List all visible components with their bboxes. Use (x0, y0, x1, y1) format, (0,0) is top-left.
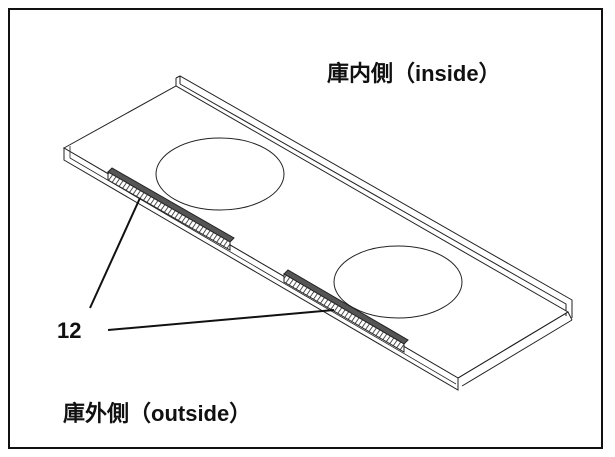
inside-label: 庫内側（inside） (327, 61, 501, 86)
tray-surface (62, 85, 569, 379)
part-number-callout: 12 (57, 318, 82, 343)
hatched-strip-right (283, 269, 409, 353)
outside-label: 庫外側（outside） (63, 401, 252, 426)
callout-leader-lines (89, 197, 335, 331)
hatched-strip-left (107, 167, 235, 251)
circle-opening-left (155, 137, 285, 211)
tray-right-end (457, 311, 573, 387)
circle-opening-right (333, 245, 463, 319)
front-face-inner-line (69, 146, 457, 385)
